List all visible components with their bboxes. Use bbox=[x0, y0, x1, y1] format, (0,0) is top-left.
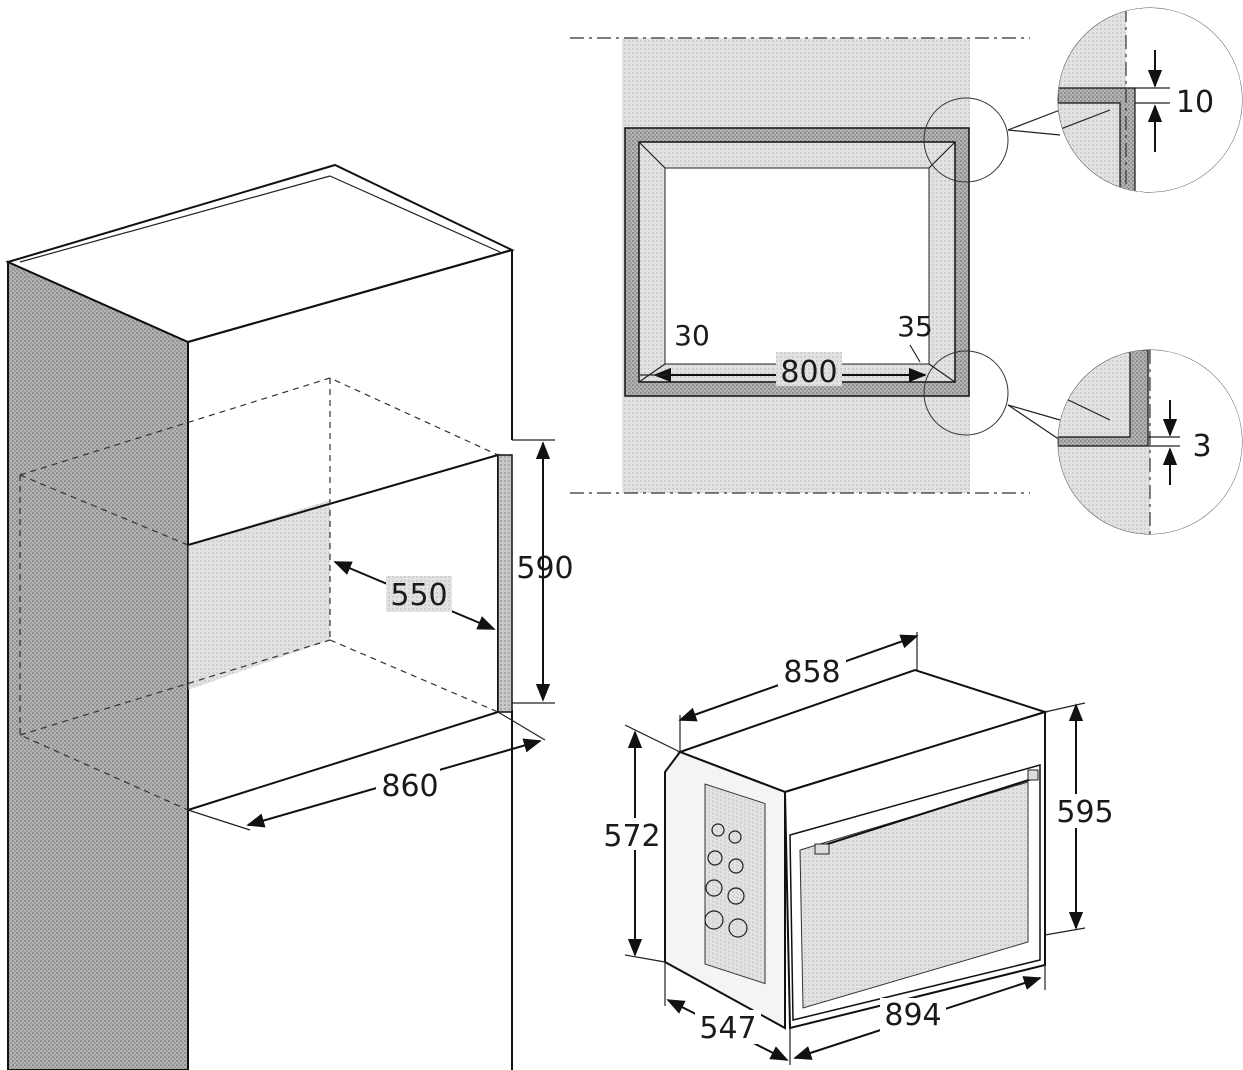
dim-oven-depth: 547 bbox=[699, 1011, 756, 1046]
front-view-drawing: 800 30 35 bbox=[570, 37, 1061, 494]
detail-bottom: 3 bbox=[1057, 349, 1243, 535]
dim-niche-height: 590 bbox=[516, 551, 573, 586]
dim-oven-body-height: 572 bbox=[603, 819, 660, 854]
dim-oven-front-width: 894 bbox=[884, 998, 941, 1033]
oven-drawing: 858 595 572 547 894 bbox=[600, 632, 1118, 1065]
control-panel bbox=[704, 823, 748, 938]
detail-top: 10 bbox=[1057, 7, 1243, 193]
dim-bottom-gap: 3 bbox=[1192, 429, 1211, 464]
dim-left-gap: 30 bbox=[674, 319, 710, 352]
cabinet-side-panel bbox=[7, 260, 189, 1070]
dim-right-gap: 35 bbox=[897, 310, 933, 343]
dim-oven-top-width: 858 bbox=[783, 655, 840, 690]
dim-niche-width: 860 bbox=[381, 769, 438, 804]
dim-frame-width: 800 bbox=[780, 355, 837, 390]
niche-side-wall bbox=[188, 500, 330, 690]
dim-top-gap: 10 bbox=[1176, 85, 1214, 120]
dim-niche-depth: 550 bbox=[390, 578, 447, 613]
dim-oven-height: 595 bbox=[1056, 795, 1113, 830]
niche-right-edge bbox=[497, 454, 513, 713]
cabinet-drawing: 590 550 860 bbox=[5, 163, 574, 1070]
dim-depth-background bbox=[386, 576, 452, 612]
